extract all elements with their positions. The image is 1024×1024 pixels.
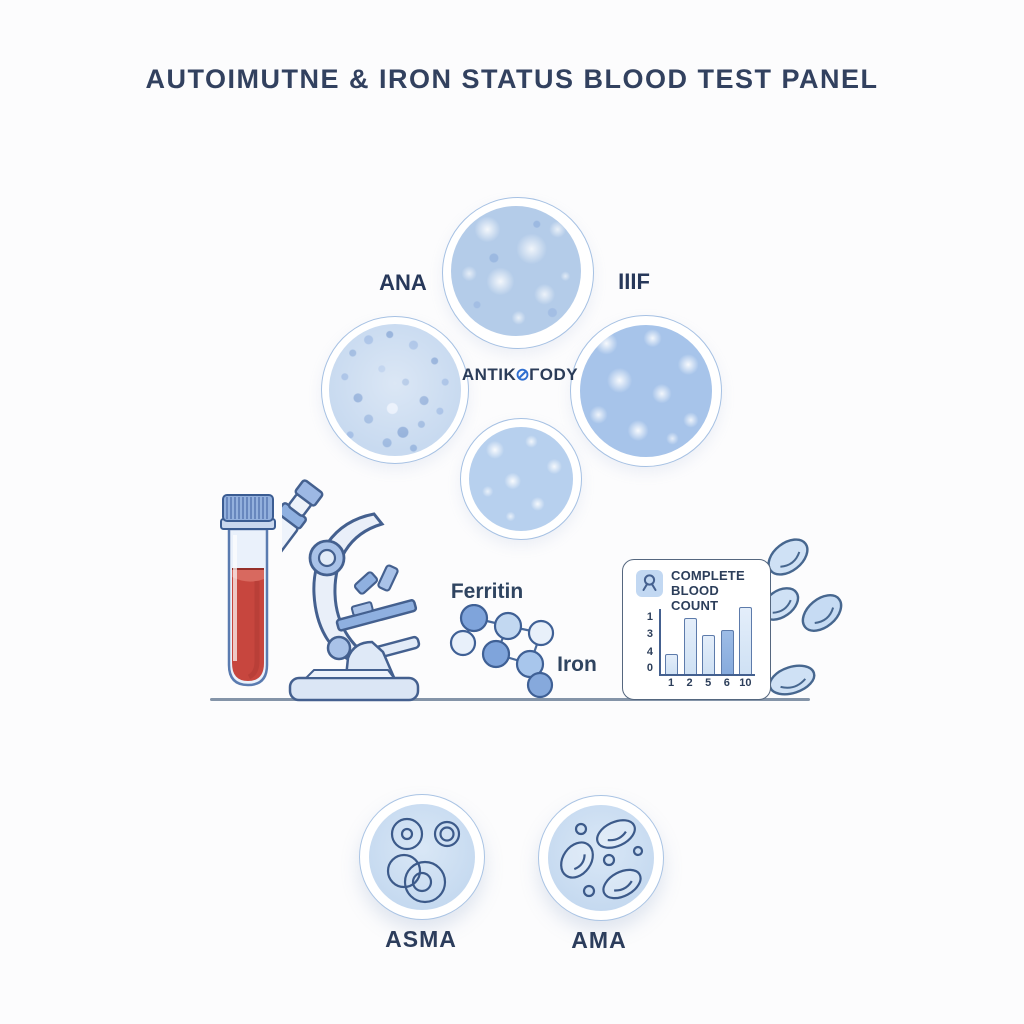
iron-label: Iron bbox=[557, 653, 597, 676]
cbc-x-tick: 1 bbox=[667, 677, 675, 689]
cbc-x-tick: 6 bbox=[723, 677, 730, 689]
cbc-y-tick: 3 bbox=[646, 628, 653, 640]
asma-circle-fill bbox=[369, 804, 475, 910]
objective-lenses bbox=[353, 564, 399, 595]
page-title: AUTOIMUTNE & IRON STATUS BLOOD TEST PANE… bbox=[145, 64, 879, 94]
eyepiece bbox=[294, 479, 324, 507]
antibody-swirl-glyph: ⊘ bbox=[515, 365, 531, 384]
ferritin-label: Ferritin bbox=[450, 580, 524, 603]
asma-cell-art bbox=[386, 817, 461, 904]
ama-circle bbox=[538, 795, 664, 921]
ana-label: ANA bbox=[379, 270, 427, 295]
blood-fill bbox=[232, 569, 264, 681]
cbc-bar bbox=[702, 635, 716, 674]
antibody-label-right: ΓODY bbox=[529, 365, 579, 384]
microscopy-circle-top bbox=[442, 197, 594, 349]
cbc-y-tick: 4 bbox=[646, 646, 653, 658]
cbc-y-tick: 1 bbox=[646, 611, 653, 623]
asma-label: ASMA bbox=[385, 926, 457, 952]
cap-ribs bbox=[226, 497, 268, 519]
analysis-icon bbox=[636, 570, 663, 597]
microscope-base bbox=[288, 676, 420, 702]
cbc-x-tick: 5 bbox=[705, 677, 712, 689]
blood-test-tube bbox=[220, 494, 276, 687]
microscope bbox=[282, 479, 421, 702]
antibody-label: ANTIK⊘ΓODY bbox=[440, 365, 600, 385]
table-line bbox=[210, 698, 810, 701]
blood-cell bbox=[768, 664, 816, 696]
cbc-card-title: COMPLETE BLOOD COUNT bbox=[671, 568, 766, 614]
asma-circle bbox=[359, 794, 485, 920]
iron-molecule bbox=[449, 604, 555, 699]
blood-shade bbox=[247, 581, 260, 680]
microscopy-pattern-soft bbox=[469, 427, 573, 531]
antibody-label-left: ANTIK bbox=[461, 365, 517, 384]
blood-surface bbox=[232, 569, 264, 582]
microscopy-pattern-blobs bbox=[580, 325, 712, 457]
microscopy-circle-iif bbox=[570, 315, 722, 467]
base-lip bbox=[303, 669, 396, 679]
cbc-title-line1: COMPLETE bbox=[671, 568, 745, 583]
ama-circle-fill bbox=[548, 805, 654, 911]
ama-label: AMA bbox=[571, 927, 627, 953]
optical-tube bbox=[282, 479, 324, 574]
cbc-x-tick: 10 bbox=[739, 677, 752, 689]
cbc-title-line2: BLOOD COUNT bbox=[671, 582, 719, 613]
cbc-bar bbox=[720, 630, 734, 674]
fine-adjust-knob bbox=[326, 635, 352, 661]
cbc-x-tick: 2 bbox=[686, 677, 693, 689]
cbc-y-tick: 0 bbox=[646, 662, 653, 674]
ama-cell-art bbox=[560, 819, 644, 900]
blood-cell bbox=[801, 594, 843, 632]
cbc-bar bbox=[683, 618, 697, 674]
microscopy-pattern-speckled bbox=[451, 206, 581, 336]
microscopy-circle-small bbox=[460, 418, 582, 540]
cbc-bar bbox=[739, 607, 753, 674]
focus-knob-center bbox=[317, 548, 337, 568]
cbc-bar bbox=[665, 654, 678, 674]
microscopy-pattern-dotted bbox=[329, 324, 461, 456]
cbc-chart-axes bbox=[659, 609, 755, 676]
iif-label: IIIF bbox=[618, 269, 650, 294]
microscope-stage bbox=[335, 599, 418, 632]
molecule-nodes bbox=[449, 604, 555, 699]
microscopy-circle-ana bbox=[321, 316, 469, 464]
